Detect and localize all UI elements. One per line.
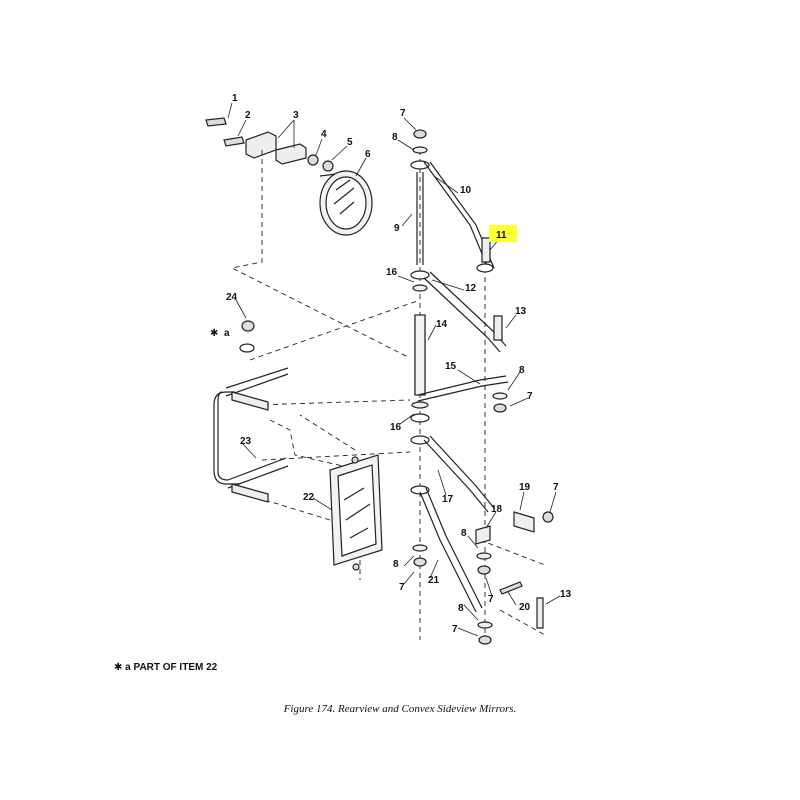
footnote-star: ✱ xyxy=(114,662,123,673)
footnote-text: a PART OF ITEM 22 xyxy=(125,662,218,673)
callout-14: 14 xyxy=(436,319,448,330)
callout-22: 22 xyxy=(303,492,315,503)
callout-16-top: 16 xyxy=(386,267,398,278)
callout-12: 12 xyxy=(465,283,477,294)
callout-7-mid: 7 xyxy=(527,391,533,402)
center-washers xyxy=(410,129,430,567)
callout-4: 4 xyxy=(321,129,327,140)
callout-13-bottom: 13 xyxy=(560,589,572,600)
callout-6: 6 xyxy=(365,149,371,160)
callout-7-right: 7 xyxy=(553,482,559,493)
star-marker: ✱ xyxy=(210,328,218,339)
footnote: ✱ a PART OF ITEM 22 xyxy=(114,662,217,673)
callout-7-top: 7 xyxy=(400,108,406,119)
callout-8-top: 8 xyxy=(392,132,398,143)
callout-7-bottom: 7 xyxy=(452,624,458,635)
vertical-rods xyxy=(414,172,426,396)
callout-5: 5 xyxy=(347,137,353,148)
callout-13-top: 13 xyxy=(515,306,527,317)
callout-7-left: 7 xyxy=(399,582,405,593)
callout-23: 23 xyxy=(240,436,252,447)
callout-8-bottom: 8 xyxy=(458,603,464,614)
mirror-arm xyxy=(213,320,289,503)
callout-3: 3 xyxy=(293,110,299,121)
callout-15: 15 xyxy=(445,361,457,372)
callout-24: 24 xyxy=(226,292,238,303)
callout-11: 11 xyxy=(496,230,507,241)
rectangular-mirror xyxy=(329,454,383,571)
callout-numbers: 1 2 3 4 5 6 7 8 10 9 11 16 12 13 24 ✱ a … xyxy=(210,93,572,635)
callout-10: 10 xyxy=(460,185,472,196)
callout-8-right: 8 xyxy=(461,528,467,539)
callout-9: 9 xyxy=(394,223,400,234)
callout-1: 1 xyxy=(232,93,238,104)
callout-a: a xyxy=(224,328,230,339)
callout-16-mid: 16 xyxy=(390,422,402,433)
callout-19: 19 xyxy=(519,482,531,493)
callout-8-mid: 8 xyxy=(519,365,525,376)
callout-7-lower: 7 xyxy=(488,594,494,605)
figure-caption: Figure 174. Rearview and Convex Sideview… xyxy=(283,703,517,715)
callout-17: 17 xyxy=(442,494,454,505)
callout-2: 2 xyxy=(245,110,251,121)
callout-18: 18 xyxy=(491,504,503,515)
right-hardware xyxy=(475,237,554,645)
round-mirror xyxy=(319,170,373,236)
callout-21: 21 xyxy=(428,575,440,586)
leader-lines xyxy=(227,102,561,637)
highlight-box-item-11 xyxy=(489,225,517,242)
callout-8-left: 8 xyxy=(393,559,399,570)
mounting-bracket-assembly xyxy=(205,117,337,177)
callout-20: 20 xyxy=(519,602,531,613)
